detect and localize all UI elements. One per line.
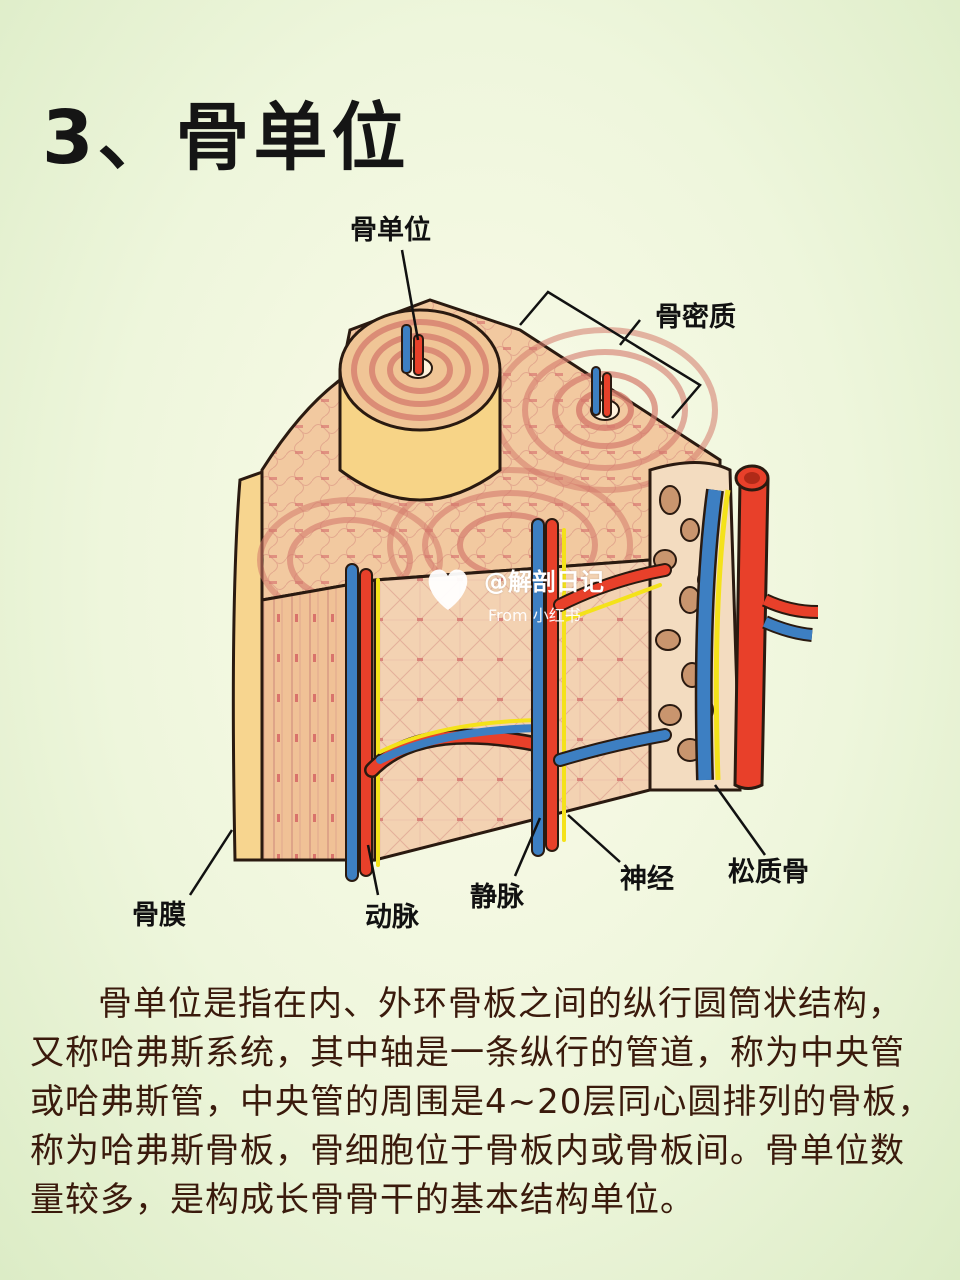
watermark-source: From 小红书 [488,606,581,625]
watermark-handle: @解剖日记 [484,568,604,596]
osteon-cylinder [338,308,612,502]
description-text: 骨单位是指在内、外环骨板之间的纵行圆筒状结构，又称哈弗斯系统，其中轴是一条纵行的… [30,984,933,1220]
label-artery: 动脉 [365,902,419,933]
label-nerve: 神经 [620,864,674,895]
periosteal-vessels [694,464,819,790]
label-periosteum: 骨膜 [132,900,186,931]
label-osteon: 骨单位 [350,215,431,246]
label-spongy-bone: 松质骨 [728,857,809,888]
label-vein: 静脉 [470,882,524,913]
label-compact-bone: 骨密质 [655,302,736,333]
heart-logo-icon [428,569,468,610]
vessel-network [345,518,672,882]
leader-lines [188,249,767,896]
page-title: 3、骨单位 [42,95,410,181]
